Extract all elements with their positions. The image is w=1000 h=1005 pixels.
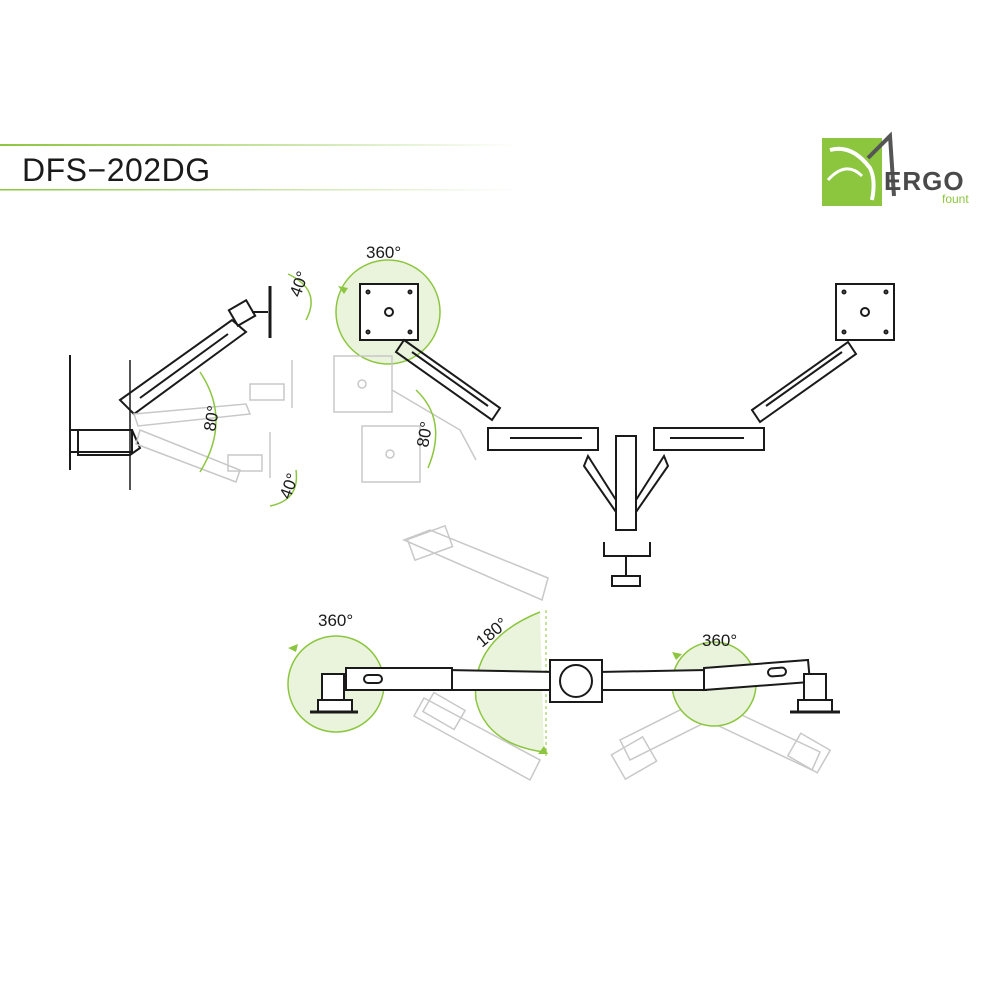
header-rule-bottom xyxy=(0,189,520,191)
top-left-head xyxy=(321,673,345,701)
desk-clamp-side xyxy=(69,429,133,453)
side-view xyxy=(69,286,272,490)
top-right-plate xyxy=(797,699,833,713)
side-gas-arm xyxy=(118,318,248,416)
top-right-head xyxy=(803,673,827,701)
side-tilt-down-arc xyxy=(269,469,298,507)
logo-sub: fount xyxy=(942,192,969,206)
side-tilt-up-label: 40° xyxy=(286,269,313,300)
top-left-plate xyxy=(317,699,353,713)
front-swing-arc xyxy=(415,389,437,469)
front-pole xyxy=(615,435,637,531)
front-clamp xyxy=(603,542,651,557)
ergofount-logo-icon xyxy=(822,131,896,206)
side-base-arm xyxy=(77,429,142,456)
front-rotate-arrow-icon xyxy=(338,286,348,294)
side-tilt-head xyxy=(227,298,257,328)
front-right-vesa-hole xyxy=(860,307,870,317)
top-left-inner-arm xyxy=(445,668,557,691)
top-ghost xyxy=(402,524,832,782)
front-view xyxy=(359,283,895,587)
front-left-vesa-hole xyxy=(384,307,394,317)
top-right-rotate-label: 360° xyxy=(702,631,737,650)
side-angle-arcs xyxy=(199,273,312,507)
front-right-bracket xyxy=(635,453,670,516)
front-left-bracket xyxy=(582,453,617,516)
top-right-rotate-arrow-icon xyxy=(672,652,682,660)
side-swing-label: 80° xyxy=(200,404,223,433)
logo-brand: ERGO xyxy=(884,166,965,196)
top-left-outer-arm xyxy=(345,667,453,691)
side-tilt-up-arc xyxy=(287,273,312,321)
top-right-arm-slot xyxy=(767,666,787,678)
side-swing-arc xyxy=(199,371,217,473)
front-swing-label: 80° xyxy=(413,420,436,449)
front-clamp-knob xyxy=(611,575,641,587)
top-swing-arrow-icon xyxy=(538,746,548,754)
side-view-ghost xyxy=(132,360,293,483)
front-left-lower-arm xyxy=(487,427,599,451)
front-right-lower-arm xyxy=(653,427,765,451)
side-tilt-down-label: 40° xyxy=(276,471,303,502)
top-view xyxy=(310,658,840,714)
front-left-gas-arm xyxy=(394,338,502,422)
front-right-gas-arm xyxy=(750,340,858,424)
model-title: DFS−202DG xyxy=(22,152,211,188)
top-right-inner-arm xyxy=(597,668,707,691)
top-left-arm-slot xyxy=(363,674,383,684)
side-gas-arm-slot xyxy=(139,333,229,399)
top-left-rotate-arrow-icon xyxy=(288,644,298,652)
top-center-pole xyxy=(559,664,593,698)
front-ghost xyxy=(333,355,477,483)
front-rotate-label: 360° xyxy=(366,243,401,262)
top-left-rotate-label: 360° xyxy=(318,611,353,630)
header-rule-top xyxy=(0,144,520,146)
